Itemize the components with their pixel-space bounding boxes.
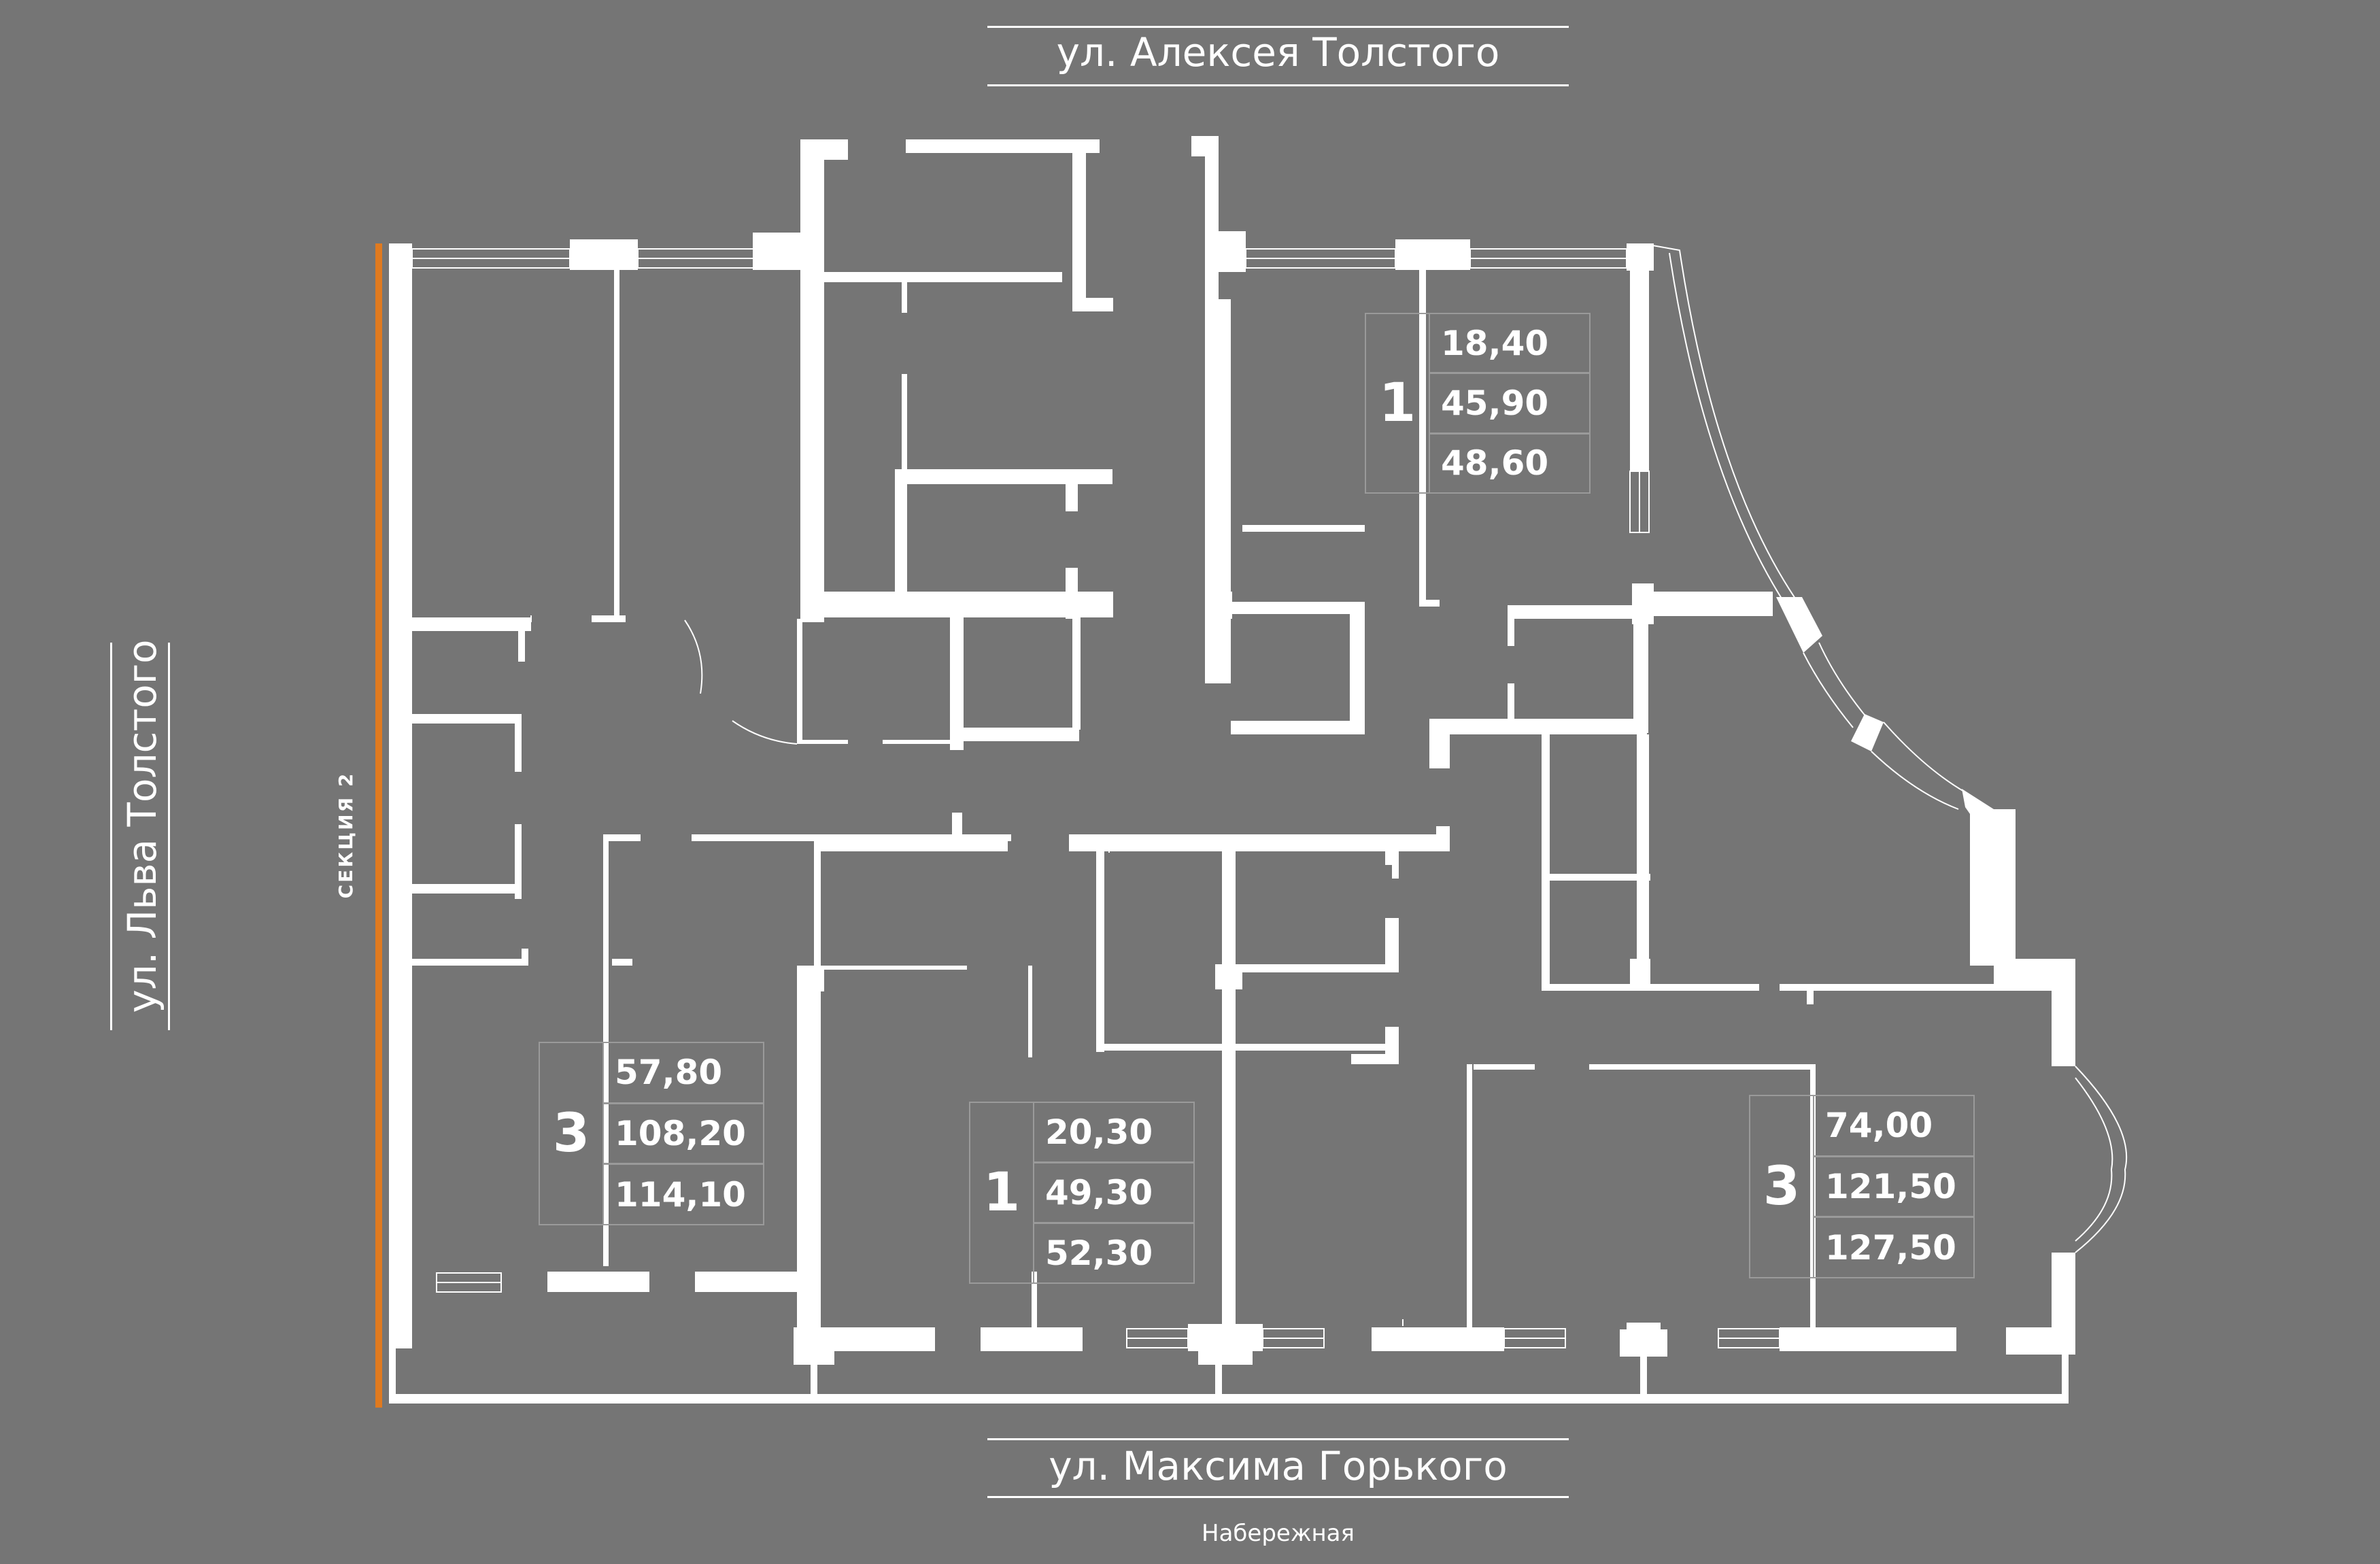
- south-street-line-top: [987, 1438, 1569, 1440]
- section-accent-bar: [375, 243, 382, 1408]
- unit-rooms: 1: [983, 1162, 1021, 1223]
- north-street-line-top: [987, 26, 1569, 28]
- south-street-label: ул. Максима Горького: [1049, 1443, 1508, 1489]
- unit-area-living: 57,80: [604, 1043, 763, 1104]
- embankment-label: Набережная: [1202, 1520, 1355, 1547]
- unit-area-living: 74,00: [1814, 1096, 1973, 1157]
- unit-area-gross: 114,10: [615, 1174, 746, 1214]
- west-street-line-left: [110, 643, 112, 1030]
- unit-area-gross: 48,60: [1441, 443, 1549, 483]
- unit-area-total: 121,50: [1814, 1157, 1973, 1219]
- west-street-label: ул. Льва Толстого: [119, 639, 165, 1013]
- unit-area-living: 20,30: [1034, 1103, 1193, 1163]
- west-street-line-right: [168, 643, 170, 1030]
- unit-areas: 74,00 121,50 127,50: [1813, 1096, 1973, 1277]
- unit-area-living: 18,40: [1430, 314, 1589, 375]
- unit-card[interactable]: 3 57,80 108,20 114,10: [539, 1042, 764, 1225]
- unit-areas: 57,80 108,20 114,10: [602, 1043, 763, 1224]
- unit-card[interactable]: 1 18,40 45,90 48,60: [1365, 313, 1591, 494]
- south-street-line-bottom: [987, 1496, 1569, 1498]
- unit-rooms: 3: [1763, 1156, 1801, 1217]
- north-street-label: ул. Алексея Толстого: [1056, 29, 1500, 75]
- unit-area-gross: 127,50: [1825, 1227, 1956, 1268]
- unit-areas: 20,30 49,30 52,30: [1033, 1103, 1193, 1282]
- unit-rooms: 1: [1378, 373, 1416, 434]
- unit-area-total: 108,20: [604, 1104, 763, 1166]
- unit-area-total: 49,30: [1034, 1163, 1193, 1224]
- unit-rooms: 3: [552, 1103, 590, 1164]
- section-label: СЕКЦИЯ 2: [335, 771, 357, 899]
- unit-area-gross: 52,30: [1045, 1234, 1153, 1273]
- unit-areas: 18,40 45,90 48,60: [1429, 314, 1589, 492]
- unit-card[interactable]: 1 20,30 49,30 52,30: [969, 1102, 1195, 1284]
- north-street-line-bottom: [987, 84, 1569, 86]
- unit-card[interactable]: 3 74,00 121,50 127,50: [1749, 1095, 1975, 1278]
- unit-area-total: 45,90: [1430, 374, 1589, 435]
